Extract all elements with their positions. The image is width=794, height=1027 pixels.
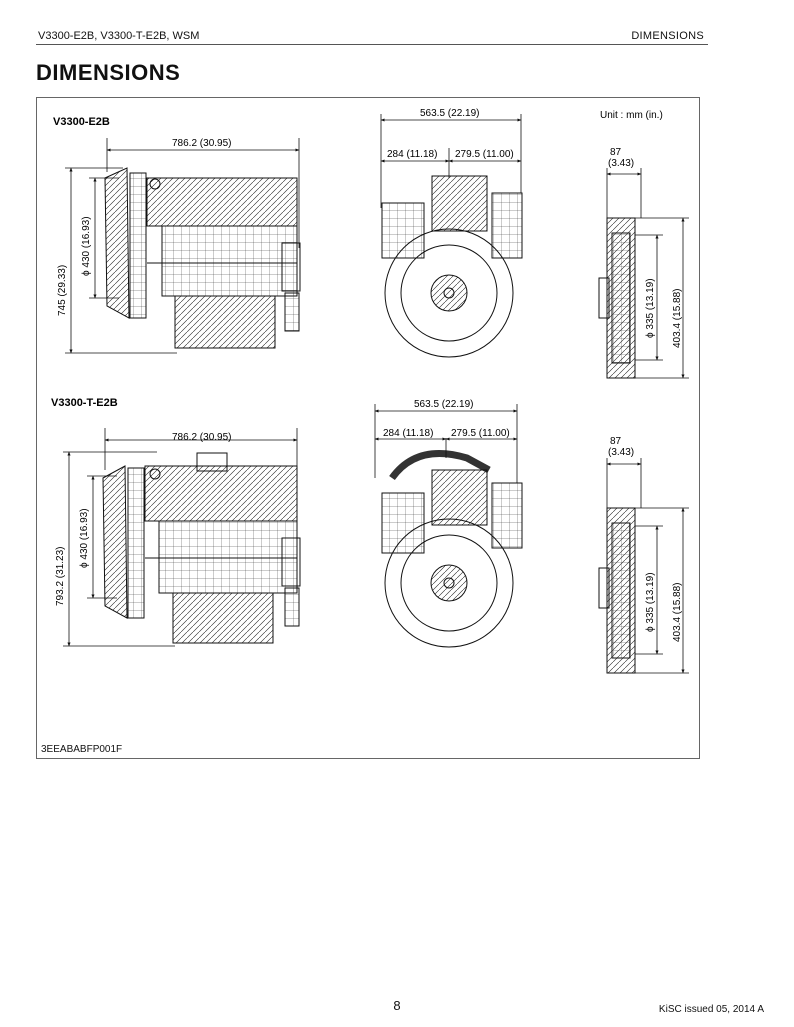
dimensions-drawing: Unit : mm (in.) V3300-E2B 7 [51,108,689,674]
model-2-width-right: 279.5 (11.00) [451,428,510,439]
model-2-name: V3300-T-E2B [51,397,118,409]
model-1-housing-outer: 403.4 (15.88) [672,289,683,349]
model-1-rear-dims [606,168,689,379]
model-2-rear-view [598,507,636,674]
model-2-length: 786.2 (30.95) [172,432,232,443]
model-2-width: 563.5 (22.19) [414,399,474,410]
header-rule [36,44,708,45]
figure-id: 3EEABABFP001F [41,744,123,755]
issue-note: KiSC issued 05, 2014 A [658,1004,764,1015]
model-2-offset-in: (3.43) [608,447,634,458]
dimensions-figure: Unit : mm (in.) V3300-E2B 7 [36,97,700,759]
header-doc-title: V3300-E2B, V3300-T-E2B, WSM [38,30,200,42]
model-2-front-dims [374,404,518,483]
page-number: 8 [393,998,401,1013]
model-1-rear-view [598,217,636,379]
model-1-side-view [104,167,301,349]
model-1-width: 563.5 (22.19) [420,108,480,119]
model-1-side-dims [65,138,300,354]
model-1-group: V3300-E2B 786.2 (30.95) 745 (29.33) [53,108,689,379]
model-1-length: 786.2 (30.95) [172,138,232,149]
header-section: DIMENSIONS [631,30,704,42]
model-2-side-dims [63,428,298,647]
model-1-name: V3300-E2B [53,116,110,128]
model-2-rear-dims [606,458,689,674]
model-1-width-right: 279.5 (11.00) [455,149,514,160]
model-2-side-view [102,452,301,644]
model-1-offset-mm: 87 [610,147,622,158]
model-1-height: 745 (29.33) [57,265,68,316]
model-1-front-dims [380,114,522,208]
unit-label: Unit : mm (in.) [600,110,663,121]
model-2-housing-diameter: ϕ 335 (13.19) [645,572,656,632]
model-1-housing-diameter: ϕ 335 (13.19) [645,278,656,338]
model-1-offset-in: (3.43) [608,158,634,169]
model-2-width-left: 284 (11.18) [383,428,433,439]
model-2-housing-outer: 403.4 (15.88) [672,583,683,643]
model-2-offset-mm: 87 [610,436,622,447]
model-2-group: V3300-T-E2B 786.2 (30.95) 793.2 (31.23 [51,397,689,674]
model-2-front-view [381,450,523,648]
model-1-fan-diameter: ϕ 430 (16.93) [81,216,92,276]
model-2-fan-diameter: ϕ 430 (16.93) [79,508,90,568]
model-1-front-view [381,175,523,358]
model-2-height: 793.2 (31.23) [55,547,66,607]
page-title: DIMENSIONS [36,60,181,85]
model-1-width-left: 284 (11.18) [387,149,437,160]
